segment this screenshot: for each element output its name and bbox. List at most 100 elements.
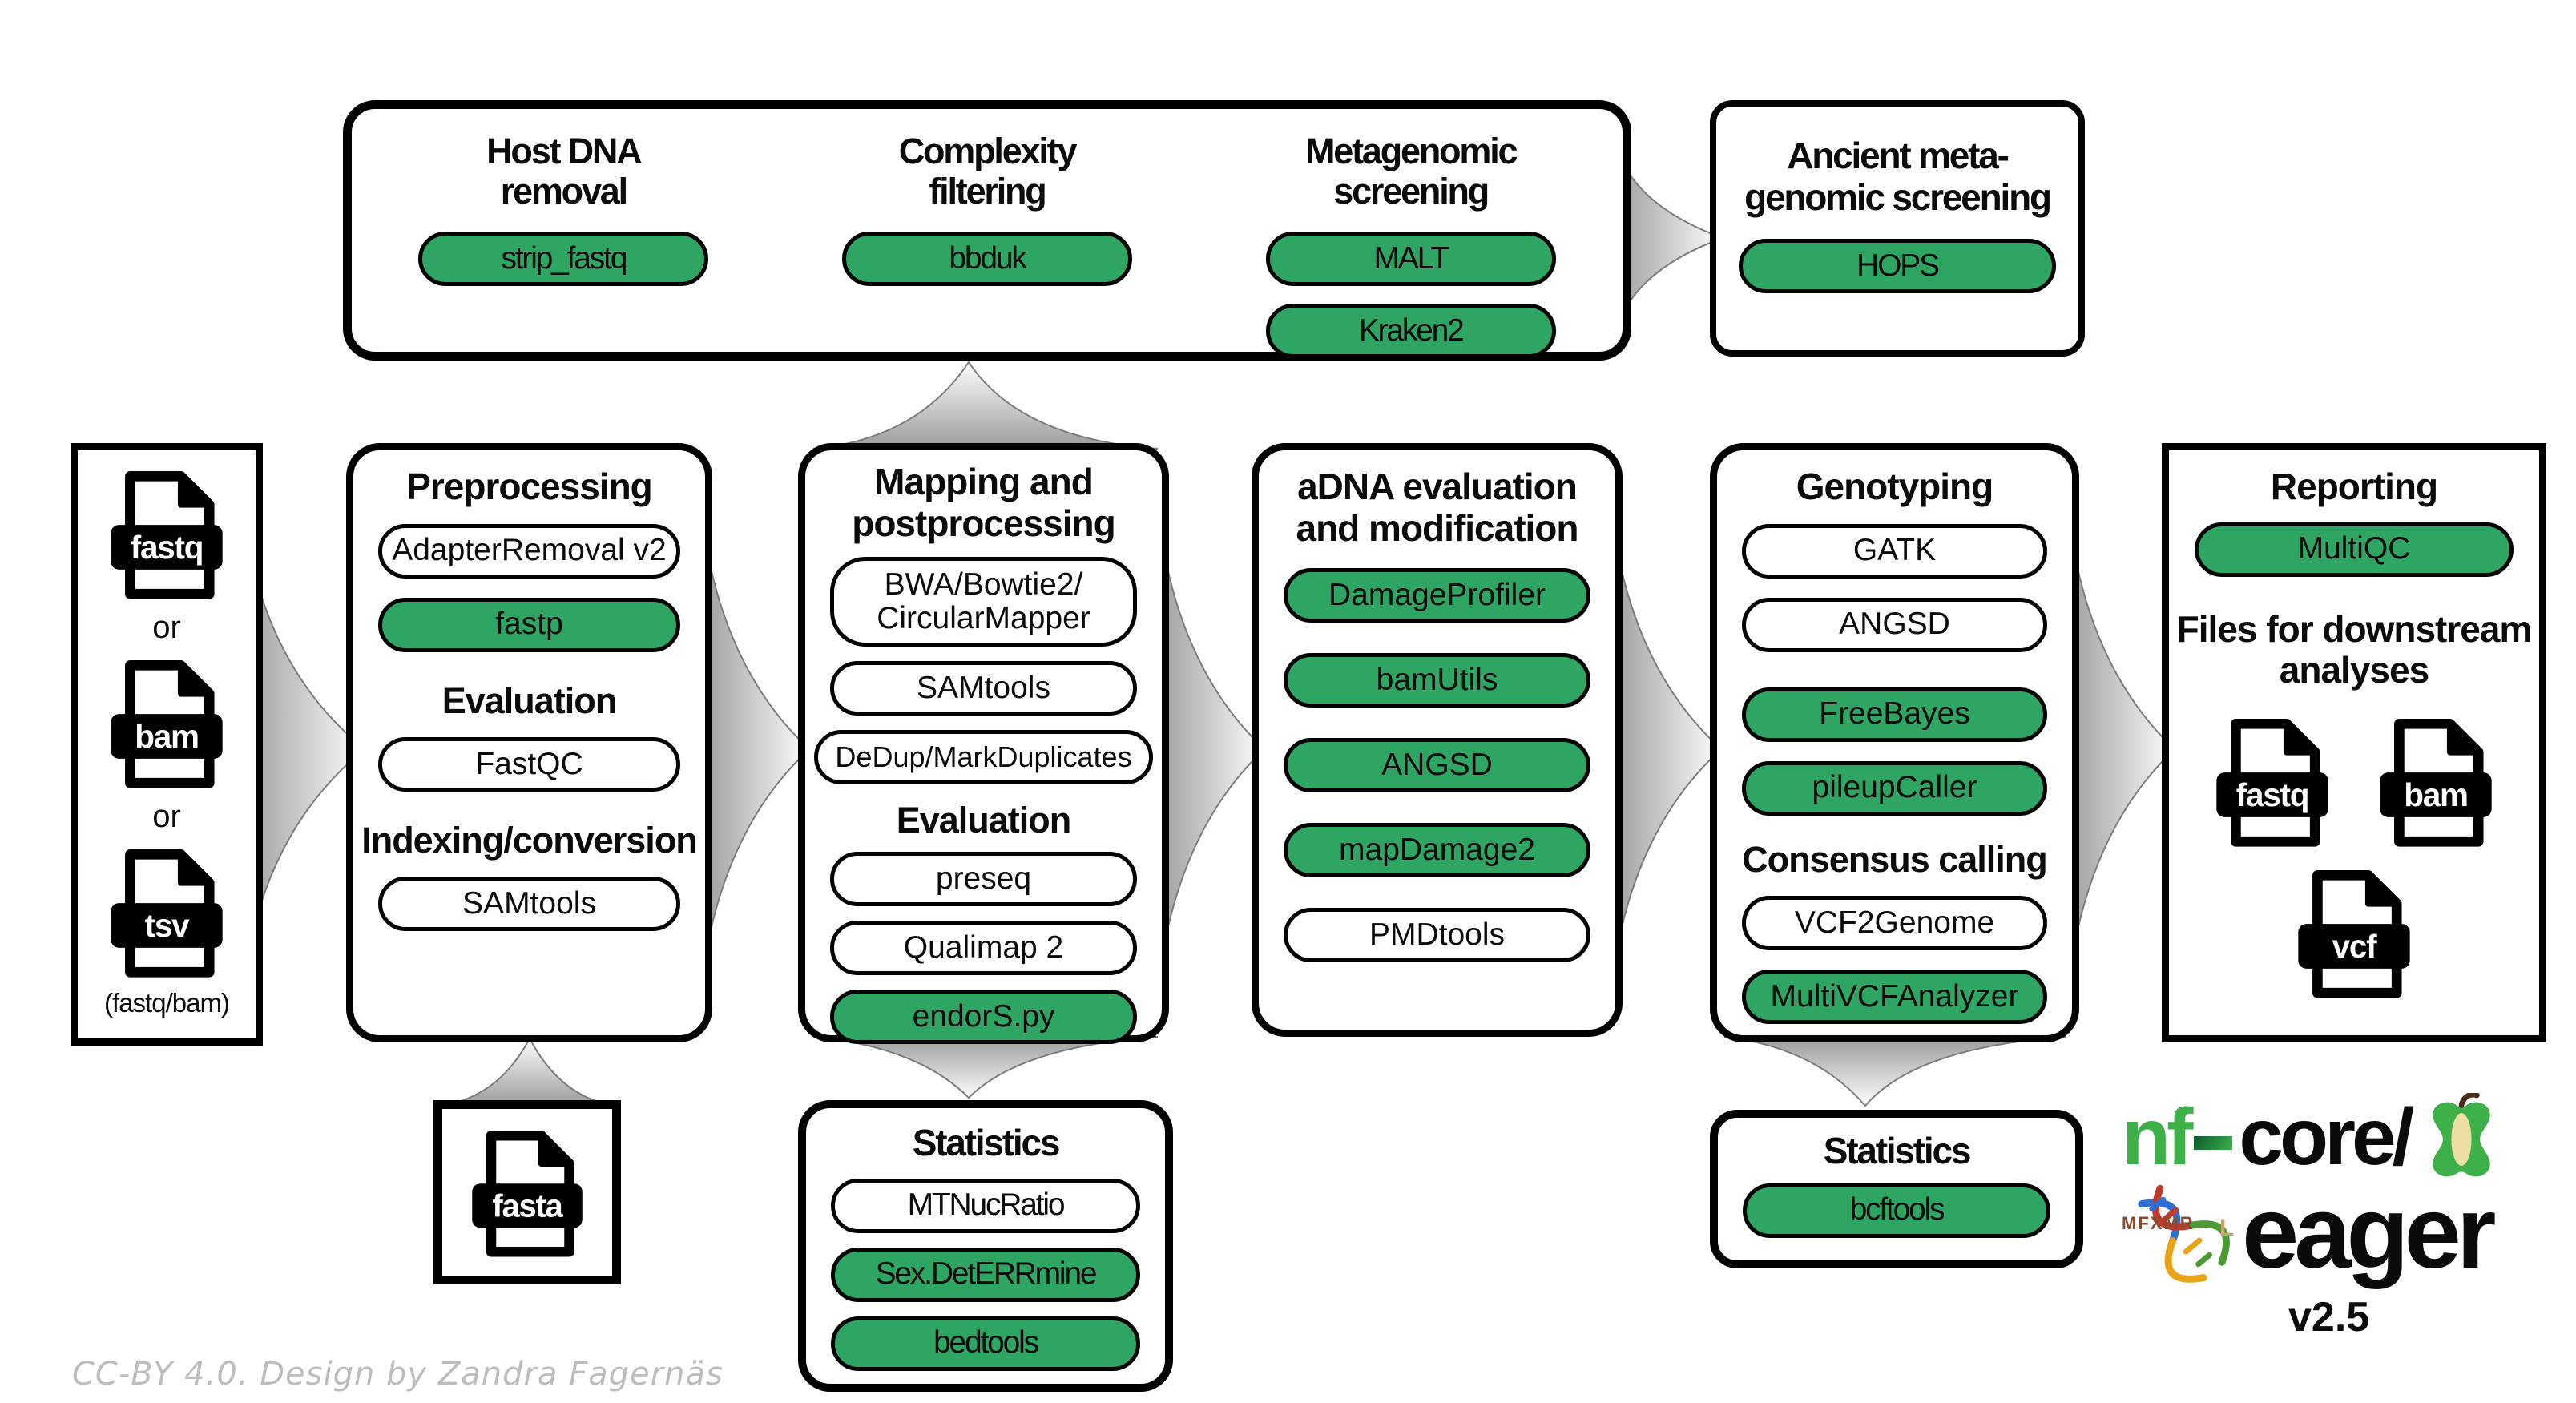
tool-pill-angsd: ANGSD [1742, 597, 2047, 652]
file-type-label: bam [135, 718, 199, 755]
dna-helix-icon: MFXMR L [2122, 1184, 2234, 1283]
file-type-label: bam [2404, 776, 2468, 812]
section-title-evaluation: Evaluation [896, 800, 1072, 841]
vcf-file-icon: vcf [2298, 869, 2410, 998]
tool-pill-bbduk: bbduk [842, 231, 1132, 286]
arrow-fasta-to-preprocessing [439, 1036, 616, 1107]
box-title: Genotyping [1796, 466, 1994, 507]
arrow-mapping-to-statistics [812, 1036, 1159, 1099]
fasta-reference-box: fasta [433, 1100, 621, 1284]
tool-pill-bwa-bowtie2-circularmapper: BWA/Bowtie2/ CircularMapper [830, 557, 1137, 647]
tsv-file-icon: tsv [111, 849, 223, 978]
tool-pill-samtools: SAMtools [377, 877, 681, 932]
mapping-postprocessing-box: Mapping and postprocessing BWA/Bowtie2/ … [798, 443, 1169, 1045]
tool-pill-hops: HOPS [1739, 239, 2056, 294]
logo-line-2: MFXMR L eager [2122, 1173, 2570, 1293]
section-title-downstream-files: Files for downstream analyses [2176, 607, 2533, 691]
box-title: aDNA evaluation and modification [1296, 466, 1579, 549]
tool-pill-strip-fastq: strip_fastq [418, 231, 709, 286]
or-separator: or [152, 610, 181, 645]
tool-pill-vcf2genome: VCF2Genome [1742, 895, 2047, 950]
statistics-mapping-box: Statistics MTNucRatio Sex.DetERRmine bed… [798, 1100, 1173, 1392]
arrow-preprocessing-to-mapping [698, 484, 811, 1014]
complexity-filtering-group: Complexity filtering bbduk [776, 109, 1199, 286]
tool-pill-endors-py: endorS.py [830, 990, 1137, 1045]
preprocessing-box: Preprocessing AdapterRemoval v2 fastp Ev… [346, 443, 712, 1042]
tool-pill-malt: MALT [1265, 231, 1556, 286]
tool-pill-bcftools: bcftools [1743, 1183, 2050, 1238]
or-separator: or [152, 799, 181, 834]
group-title: Metagenomic screening [1305, 131, 1518, 212]
logo-nf-text: nf [2122, 1092, 2193, 1182]
tool-pill-samtools: SAMtools [830, 661, 1137, 716]
output-files-row: fastq bam [2211, 716, 2497, 848]
reporting-box: Reporting MultiQC Files for downstream a… [2162, 443, 2546, 1042]
logo-eager-text: eager [2242, 1175, 2497, 1290]
tool-pill-pileupcaller: pileupCaller [1742, 760, 2047, 816]
bam-file-icon: bam [111, 659, 223, 788]
box-title: Ancient meta- genomic screening [1744, 135, 2052, 218]
box-title: Reporting [2270, 466, 2438, 507]
logo-rune-l: L [2219, 1215, 2234, 1241]
section-title-evaluation: Evaluation [441, 679, 618, 721]
tool-pill-bamutils: bamUtils [1284, 653, 1590, 708]
box-title: Preprocessing [406, 466, 653, 507]
tool-pill-pmdtools: PMDtools [1284, 908, 1590, 963]
arrow-genotyping-to-statistics [1723, 1036, 2066, 1107]
tool-pill-angsd: ANGSD [1284, 738, 1590, 793]
nf-core-eager-logo: nf core/ MFXMR [2122, 1092, 2570, 1341]
fasta-file-icon: fasta [472, 1130, 583, 1256]
tool-pill-bedtools: bedtools [831, 1316, 1140, 1371]
arrow-mapping-to-adna [1155, 484, 1266, 1014]
logo-runes-text: MFXMR [2122, 1213, 2195, 1233]
fastq-file-icon: fastq [111, 470, 223, 599]
host-dna-removal-group: Host DNA removal strip_fastq [352, 109, 776, 286]
tool-pill-freebayes: FreeBayes [1742, 687, 2047, 742]
statistics-genotyping-box: Statistics bcftools [1710, 1110, 2083, 1268]
section-title-indexing-conversion: Indexing/conversion [361, 819, 698, 861]
tool-pill-multivcfanalyzer: MultiVCFAnalyzer [1742, 969, 2047, 1024]
tool-pill-adapterremoval: AdapterRemoval v2 [377, 523, 681, 579]
ancient-metagenomic-screening-box: Ancient meta- genomic screening HOPS [1710, 100, 2085, 357]
section-title-consensus-calling: Consensus calling [1742, 838, 2048, 880]
tool-pill-dedup-markduplicates: DeDup/MarkDuplicates [814, 730, 1153, 785]
file-type-label: fasta [492, 1188, 563, 1224]
group-title: Complexity filtering [898, 131, 1078, 212]
tsv-caption: (fastq/bam) [104, 988, 230, 1018]
arrow-genotyping-to-reporting [2065, 484, 2176, 1014]
license-credit-text: CC-BY 4.0. Design by Zandra Fagernäs [72, 1356, 724, 1393]
fastq-file-icon: fastq [2216, 718, 2328, 847]
arrow-mapping-to-screening [812, 361, 1159, 450]
screening-box: Host DNA removal strip_fastq Complexity … [343, 100, 1631, 361]
box-title: Statistics [1823, 1130, 1972, 1171]
tool-pill-mapdamage2: mapDamage2 [1284, 823, 1590, 878]
box-title: Mapping and postprocessing [852, 461, 1116, 544]
tool-pill-mtnucratio: MTNucRatio [831, 1178, 1140, 1233]
arrow-adna-to-genotyping [1608, 484, 1723, 1014]
tool-pill-sexdeterrmine: Sex.DetERRmine [831, 1247, 1140, 1302]
logo-version: v2.5 [2288, 1294, 2370, 1341]
file-type-label: vcf [2332, 927, 2378, 964]
logo-line-1: nf core/ [2122, 1092, 2570, 1186]
tool-pill-fastqc: FastQC [377, 736, 681, 792]
adna-evaluation-modification-box: aDNA evaluation and modification DamageP… [1252, 443, 1623, 1037]
logo-core-text: core/ [2239, 1092, 2414, 1182]
tool-pill-multiqc: MultiQC [2195, 522, 2514, 577]
tool-pill-gatk: GATK [1742, 523, 2047, 579]
bam-file-icon: bam [2380, 718, 2492, 847]
apple-core-icon [2433, 1093, 2491, 1177]
metagenomic-screening-group: Metagenomic screening MALT Kraken2 [1199, 109, 1623, 358]
tool-pill-preseq: preseq [830, 852, 1137, 907]
genotyping-box: Genotyping GATK ANGSD FreeBayes pileupCa… [1710, 443, 2079, 1042]
tool-pill-damageprofiler: DamageProfiler [1284, 568, 1590, 623]
tool-pill-kraken2: Kraken2 [1265, 303, 1556, 358]
file-type-label: fastq [2236, 776, 2308, 812]
file-type-label: tsv [145, 907, 190, 944]
logo-dash [2194, 1136, 2233, 1150]
group-title: Host DNA removal [486, 131, 643, 212]
file-type-label: fastq [131, 529, 203, 566]
box-title: Statistics [912, 1122, 1061, 1163]
input-files-box: fastq or bam or tsv (fastq/bam) [71, 443, 263, 1046]
